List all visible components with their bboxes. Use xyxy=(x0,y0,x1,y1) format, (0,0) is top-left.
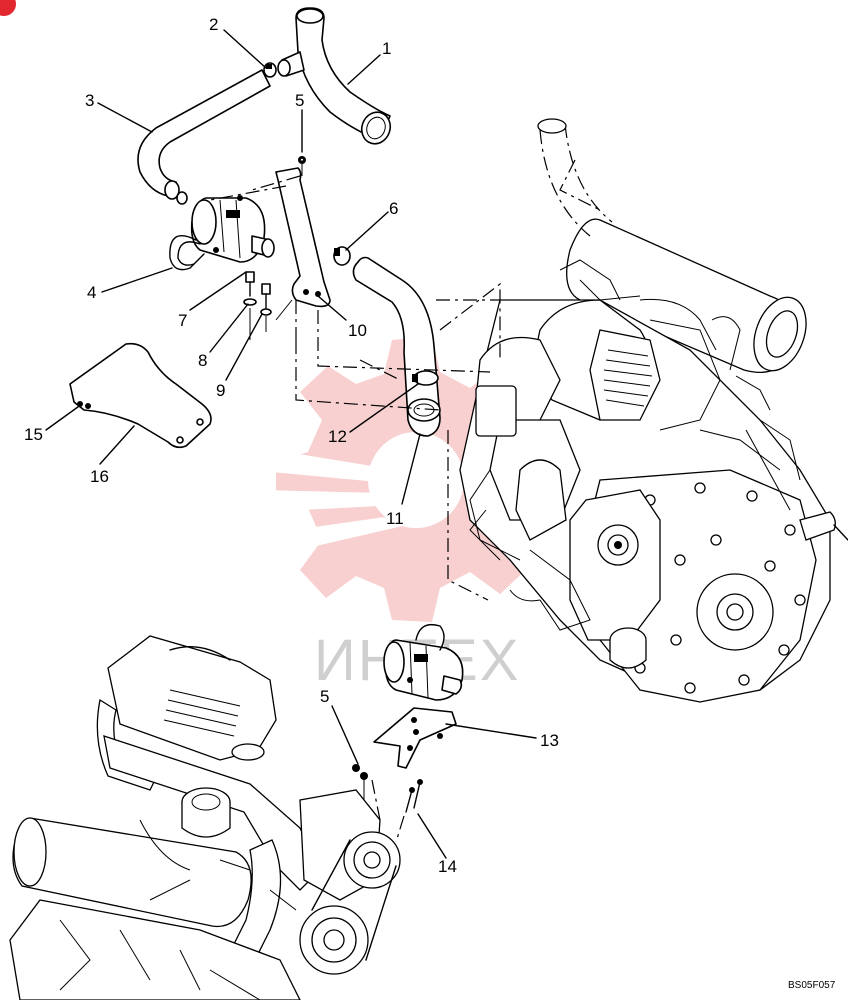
callout-12: 12 xyxy=(328,427,347,446)
engine-assembly-main xyxy=(459,118,848,703)
callout-7: 7 xyxy=(178,311,187,330)
part-9-guides xyxy=(249,299,293,340)
part-15-bolt xyxy=(77,401,91,409)
callout-8: 8 xyxy=(198,351,207,370)
assembly-guides xyxy=(295,282,501,601)
part-12-hose-clamp xyxy=(412,370,439,386)
callout-16: 16 xyxy=(90,467,109,486)
part-5-nut xyxy=(298,156,306,176)
part-9-bolt xyxy=(260,283,272,316)
callout-11: 11 xyxy=(386,509,404,528)
part-1-y-tube xyxy=(277,7,392,145)
callout-15: 15 xyxy=(24,425,43,444)
part-11-hose xyxy=(352,256,441,437)
part-4-air-cleaner xyxy=(169,195,275,271)
callout-10: 10 xyxy=(348,321,367,340)
callout-3: 3 xyxy=(85,91,94,110)
part-7-bolt xyxy=(245,271,255,297)
part-16-heat-shield xyxy=(69,342,212,449)
callout-9: 9 xyxy=(216,381,225,400)
corner-badge xyxy=(0,0,16,16)
callout-5-lower: 5 xyxy=(320,687,329,706)
callout-labels: 1 2 3 4 5 6 7 8 9 10 11 12 13 14 15 16 5 xyxy=(24,15,559,876)
part-8-washer xyxy=(243,298,257,306)
callout-13: 13 xyxy=(540,731,559,750)
callout-4: 4 xyxy=(87,283,96,302)
part-3-curved-hose xyxy=(137,69,271,205)
callout-2: 2 xyxy=(209,15,218,34)
part-6-hose-clamp xyxy=(333,246,351,266)
engine-assembly-inset xyxy=(9,623,464,1000)
callout-14: 14 xyxy=(438,857,457,876)
part-10-bracket xyxy=(209,167,331,308)
callout-1: 1 xyxy=(382,39,391,58)
callout-5: 5 xyxy=(295,91,304,110)
drawing-code: BS05F057 xyxy=(788,980,836,991)
callout-6: 6 xyxy=(389,199,398,218)
leader-lines xyxy=(45,29,537,859)
part-2-hose-clamp xyxy=(263,62,277,78)
